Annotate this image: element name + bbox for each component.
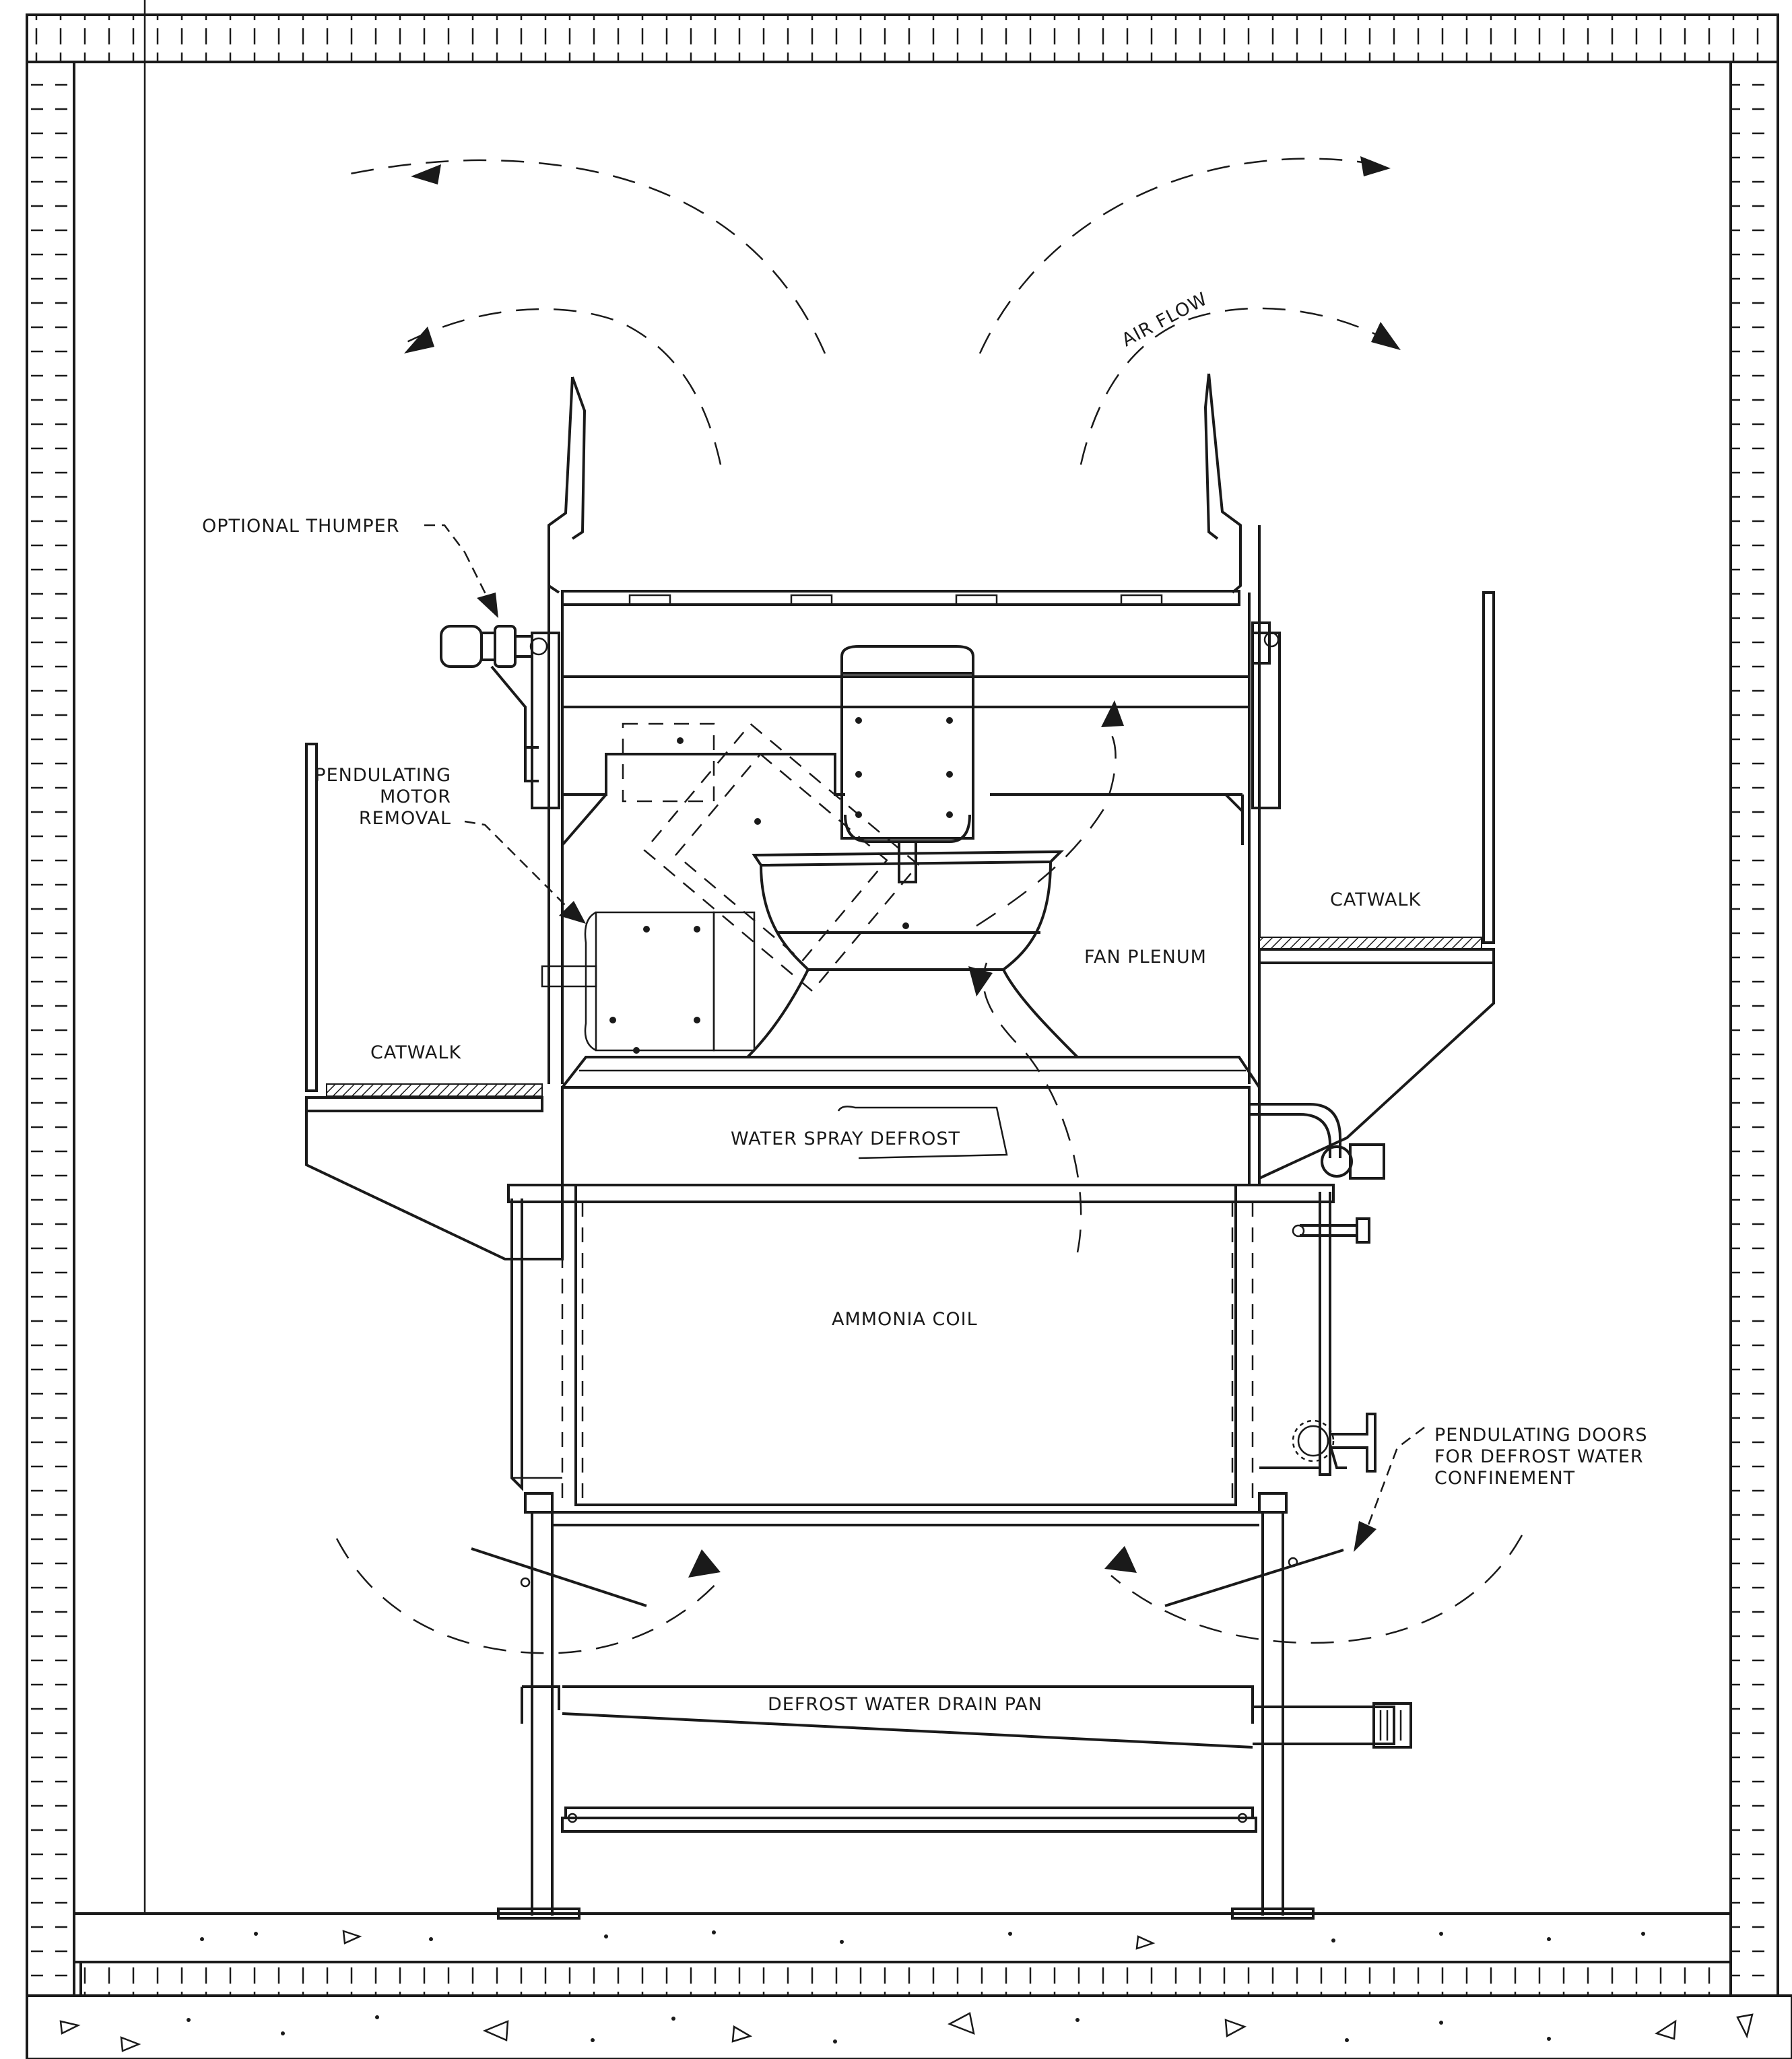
foundation-slab bbox=[26, 1994, 1792, 2059]
pendulating-motor-removal-label-3: REMOVAL bbox=[359, 808, 451, 829]
catwalk-left-label: CATWALK bbox=[370, 1042, 461, 1063]
fan-motor bbox=[840, 645, 974, 883]
fan-plenum-label: FAN PLENUM bbox=[1084, 947, 1207, 968]
concrete-dots bbox=[187, 1930, 1645, 2044]
water-spray-defrost-label: WATER SPRAY DEFROST bbox=[731, 1128, 960, 1149]
flow-arrow-interior-low bbox=[968, 966, 993, 997]
pendulating-motor-removal-label-2: MOTOR bbox=[380, 786, 451, 807]
left-wall bbox=[26, 61, 75, 1997]
optional-thumper-label: OPTIONAL THUMPER bbox=[202, 516, 400, 537]
pendulating-motor bbox=[541, 722, 920, 1054]
flow-arrow-lower-right bbox=[1104, 1546, 1137, 1573]
pendulating-doors-label-3: CONFINEMENT bbox=[1434, 1468, 1575, 1489]
right-hinge-bracket bbox=[1251, 621, 1280, 665]
roof-wall bbox=[26, 13, 1779, 63]
flow-arrow-lower-left bbox=[688, 1549, 721, 1578]
air-flow-label: AIR FLOW bbox=[1119, 288, 1212, 351]
header-fitting-upper bbox=[1292, 1217, 1370, 1244]
optional-thumper-device bbox=[440, 625, 548, 782]
right-wall bbox=[1729, 61, 1779, 1997]
callout-leaders bbox=[424, 524, 1425, 1552]
pendulating-doors-lower bbox=[471, 1547, 1344, 1607]
fan-plenum-housing bbox=[440, 525, 1281, 1185]
flow-arrow-mid-right bbox=[1371, 322, 1401, 350]
pendulating-motor-removal-label-1: PENDULATING bbox=[314, 765, 451, 786]
ammonia-coil-section bbox=[507, 1184, 1376, 1506]
concrete-aggregate bbox=[59, 1930, 1754, 2052]
air-flow-lower bbox=[335, 700, 1523, 1654]
pendulating-doors-label-2: FOR DEFROST WATER bbox=[1434, 1446, 1644, 1467]
header-fitting-lower bbox=[1292, 1413, 1376, 1473]
defrost-water-drain-pan-label: DEFROST WATER DRAIN PAN bbox=[768, 1694, 1042, 1715]
discharge-cowls bbox=[547, 373, 1242, 606]
defrost-drain-pan bbox=[521, 1685, 1412, 1833]
flow-arrow-mid-left bbox=[404, 327, 434, 353]
labels: OPTIONAL THUMPER PENDULATING MOTOR REMOV… bbox=[202, 516, 1647, 1715]
pendulating-doors-label-1: PENDULATING DOORS bbox=[1434, 1425, 1647, 1446]
support-frame bbox=[497, 1492, 1315, 1920]
floor-brick-course bbox=[79, 1961, 1732, 1997]
floor-slab bbox=[73, 1912, 1732, 1963]
flow-arrow-top-left bbox=[411, 164, 441, 184]
catwalk-right-label: CATWALK bbox=[1330, 889, 1421, 910]
building-walls bbox=[26, 0, 1792, 2059]
ammonia-coil-label: AMMONIA COIL bbox=[832, 1309, 978, 1330]
flow-arrow-interior-high bbox=[1101, 700, 1124, 727]
flow-arrow-top-right bbox=[1360, 156, 1391, 176]
catwalk-right bbox=[1258, 591, 1495, 1180]
air-flow-top: AIR FLOW bbox=[343, 156, 1401, 465]
